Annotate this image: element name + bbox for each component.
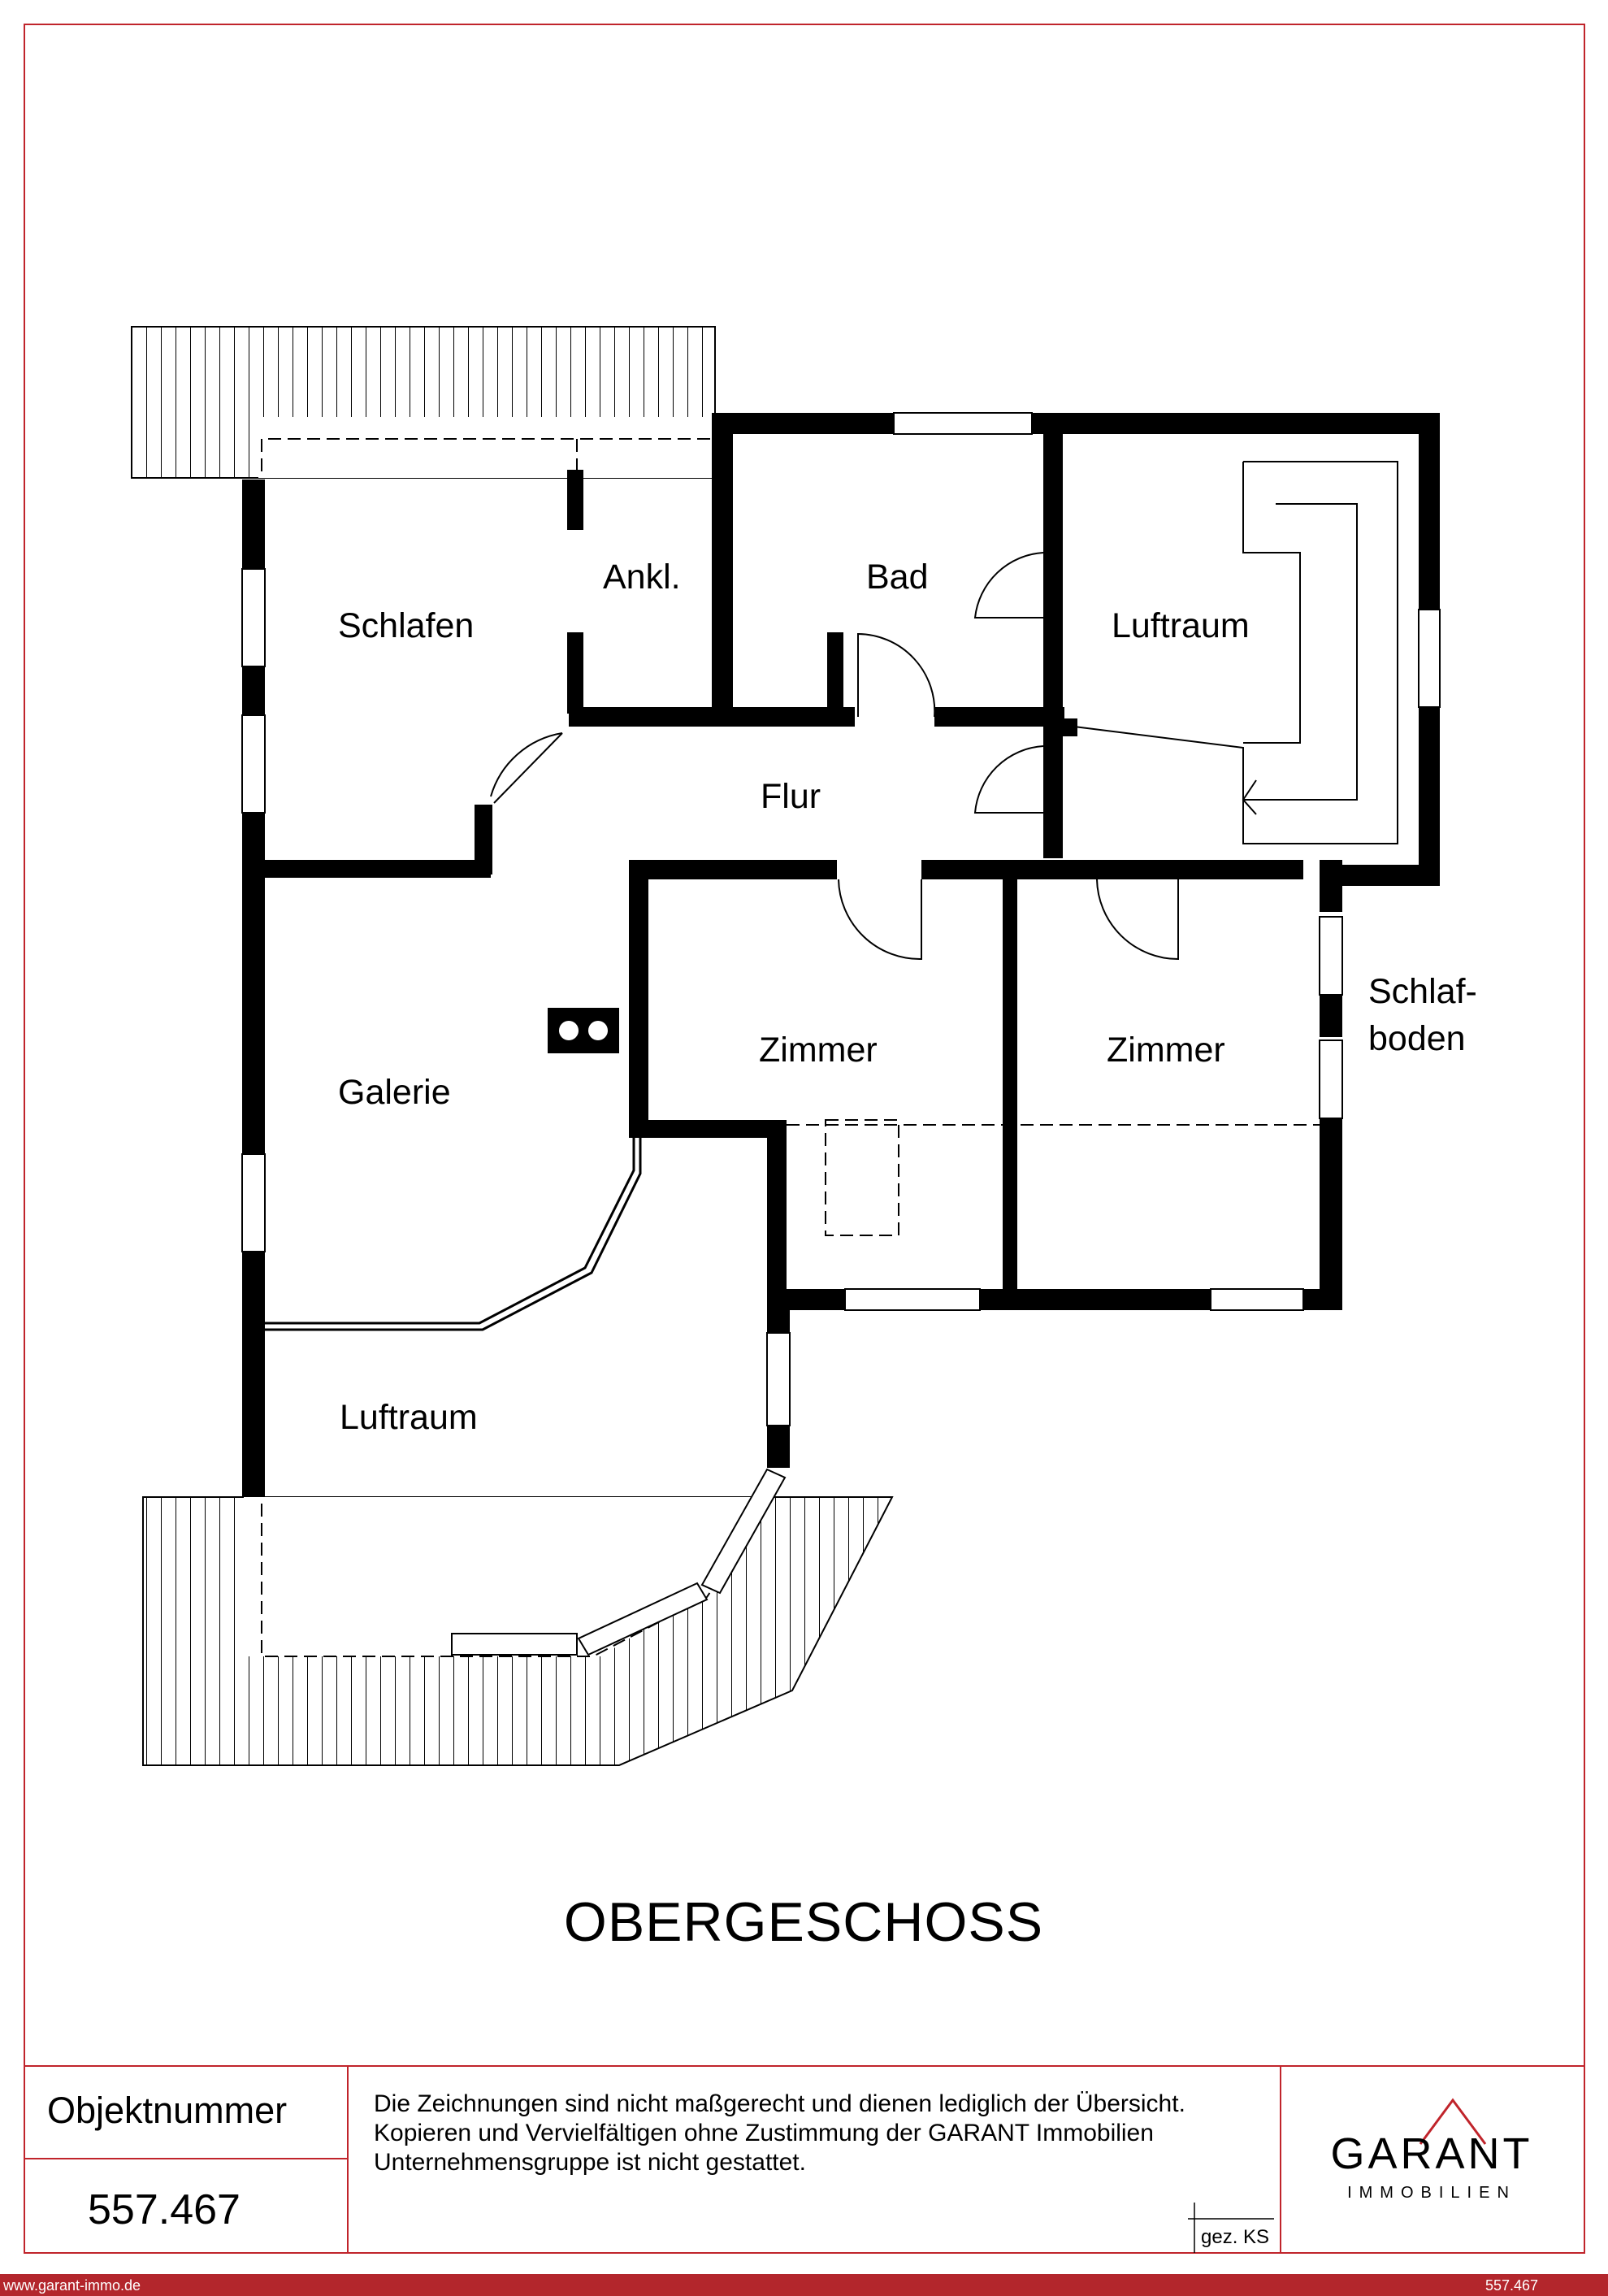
room-label-ankl: Ankl. — [603, 558, 681, 597]
footer-website-link[interactable]: www.garant-immo.de — [3, 2277, 141, 2294]
dashed-lines — [787, 1119, 1320, 1236]
disclaimer-line-1: Die Zeichnungen sind nicht maßgerecht un… — [374, 2090, 1185, 2117]
gallery-railing — [265, 1138, 642, 1331]
floor-title: OBERGESCHOSS — [564, 1891, 1043, 1953]
windows — [241, 412, 1441, 1656]
staircase — [1060, 461, 1398, 844]
objektnummer-label: Objektnummer — [47, 2090, 287, 2131]
chimney-icon — [548, 1008, 619, 1053]
room-label-flur: Flur — [761, 777, 821, 816]
room-label-luftraum-top: Luftraum — [1112, 606, 1250, 645]
objektnummer-value: 557.467 — [88, 2186, 241, 2233]
sign-box — [1188, 2203, 1274, 2253]
walls — [242, 413, 1440, 1497]
info-box — [24, 2065, 1584, 2253]
balcony-top — [131, 326, 716, 479]
balcony-bottom — [142, 1496, 894, 1766]
logo-main-text: GARANT — [1330, 2129, 1532, 2178]
footer-object-number: 557.467 — [1485, 2277, 1539, 2294]
footer-bar: www.garant-immo.de 557.467 — [0, 2274, 1608, 2296]
room-label-zimmer-left: Zimmer — [759, 1031, 878, 1070]
doors — [490, 552, 1179, 961]
room-label-schlafen: Schlafen — [338, 606, 474, 645]
garant-logo: GARANT IMMOBILIEN — [1330, 2098, 1532, 2202]
room-label-luftraum-bottom: Luftraum — [340, 1398, 478, 1437]
room-label-bad: Bad — [866, 558, 929, 597]
disclaimer-line-3: Unternehmensgruppe ist nicht gestattet. — [374, 2149, 806, 2176]
signature-text: gez. KS — [1201, 2226, 1269, 2248]
room-label-schlafboden-1: Schlaf- — [1368, 972, 1477, 1011]
room-label-schlafboden-2: boden — [1368, 1019, 1466, 1058]
page-frame — [24, 24, 1585, 2254]
room-label-zimmer-right: Zimmer — [1107, 1031, 1225, 1070]
room-label-galerie: Galerie — [338, 1073, 451, 1112]
disclaimer-line-2: Kopieren und Vervielfältigen ohne Zustim… — [374, 2120, 1154, 2146]
logo-sub-text: IMMOBILIEN — [1347, 2184, 1516, 2202]
